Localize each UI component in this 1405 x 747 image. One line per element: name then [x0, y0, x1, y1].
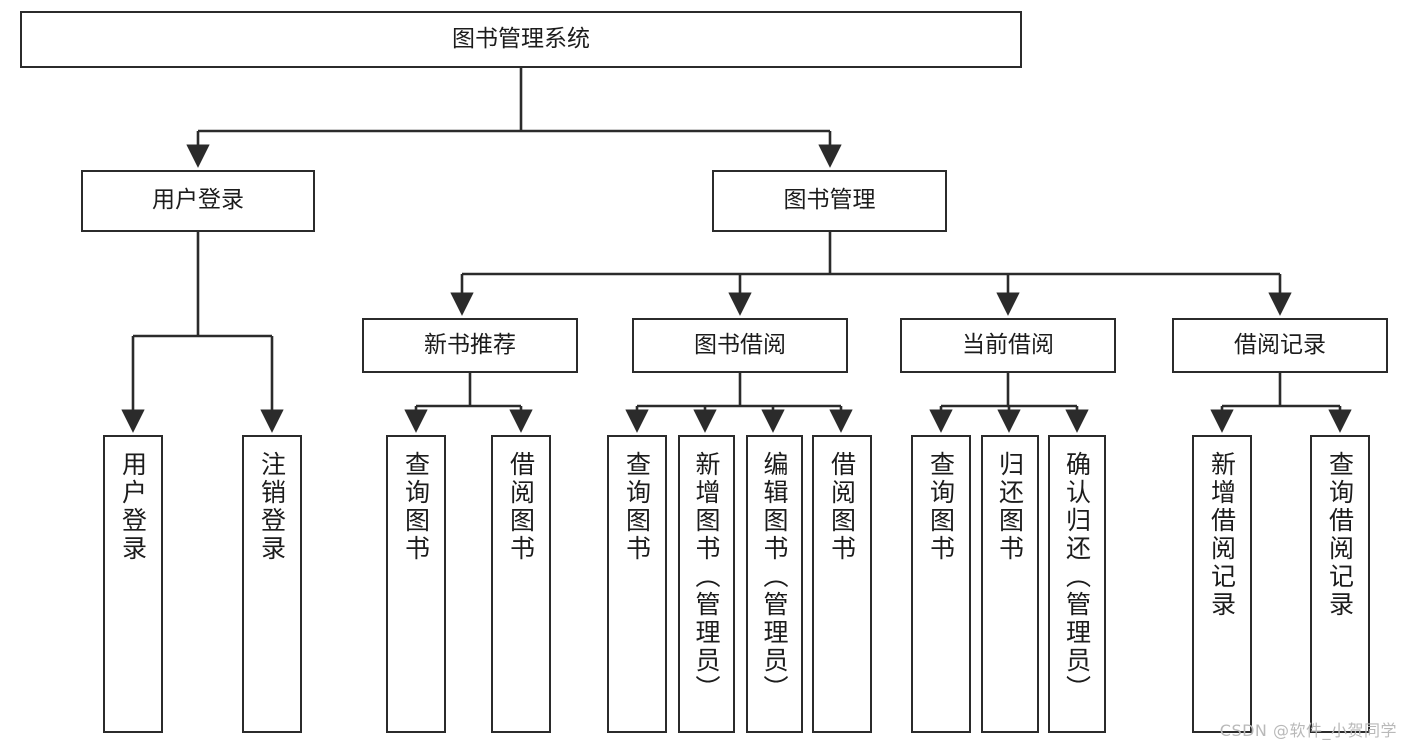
node-leaf-add-record-label: 新增借阅记录 — [1207, 451, 1237, 619]
node-leaf-return-book[interactable]: 归还图书 — [981, 435, 1039, 733]
node-leaf-edit-book[interactable]: 编辑图书（管理员） — [746, 435, 803, 733]
node-leaf-add-record[interactable]: 新增借阅记录 — [1192, 435, 1252, 733]
node-leaf-query-book-3-label: 查询图书 — [926, 451, 956, 563]
node-leaf-add-book[interactable]: 新增图书（管理员） — [678, 435, 735, 733]
node-leaf-user-login[interactable]: 用户登录 — [103, 435, 163, 733]
node-leaf-user-logout[interactable]: 注销登录 — [242, 435, 302, 733]
node-root[interactable]: 图书管理系统 — [20, 11, 1022, 68]
node-leaf-query-book-2[interactable]: 查询图书 — [607, 435, 667, 733]
node-leaf-query-book-3[interactable]: 查询图书 — [911, 435, 971, 733]
node-leaf-query-book-1[interactable]: 查询图书 — [386, 435, 446, 733]
csdn-watermark: CSDN @软件_小贺同学 — [1219, 721, 1397, 740]
node-leaf-confirm-return[interactable]: 确认归还（管理员） — [1048, 435, 1106, 733]
node-new-book-recommend[interactable]: 新书推荐 — [362, 318, 578, 373]
node-leaf-confirm-return-label: 确认归还（管理员） — [1062, 451, 1092, 703]
node-leaf-borrow-book-1-label: 借阅图书 — [506, 451, 536, 563]
node-book-management-label: 图书管理 — [783, 187, 876, 214]
node-user-login-label: 用户登录 — [152, 187, 244, 214]
node-leaf-user-logout-label: 注销登录 — [257, 451, 287, 563]
node-leaf-return-book-label: 归还图书 — [995, 451, 1025, 563]
node-leaf-query-book-2-label: 查询图书 — [622, 451, 652, 563]
node-borrow-record[interactable]: 借阅记录 — [1172, 318, 1388, 373]
node-leaf-borrow-book-2-label: 借阅图书 — [827, 451, 857, 563]
node-borrow-record-label: 借阅记录 — [1234, 331, 1326, 358]
node-leaf-user-login-label: 用户登录 — [118, 451, 148, 563]
node-leaf-add-book-label: 新增图书（管理员） — [692, 451, 721, 703]
node-current-borrow[interactable]: 当前借阅 — [900, 318, 1116, 373]
node-book-management[interactable]: 图书管理 — [712, 170, 947, 232]
node-leaf-edit-book-label: 编辑图书（管理员） — [760, 451, 789, 703]
node-leaf-query-record-label: 查询借阅记录 — [1325, 451, 1355, 619]
node-leaf-borrow-book-2[interactable]: 借阅图书 — [812, 435, 872, 733]
node-book-borrow-label: 图书借阅 — [694, 331, 786, 358]
node-current-borrow-label: 当前借阅 — [962, 331, 1054, 358]
node-leaf-query-record[interactable]: 查询借阅记录 — [1310, 435, 1370, 733]
node-user-login[interactable]: 用户登录 — [81, 170, 315, 232]
node-root-label: 图书管理系统 — [452, 25, 590, 52]
node-book-borrow[interactable]: 图书借阅 — [632, 318, 848, 373]
node-leaf-borrow-book-1[interactable]: 借阅图书 — [491, 435, 551, 733]
node-leaf-query-book-1-label: 查询图书 — [401, 451, 431, 563]
node-new-book-recommend-label: 新书推荐 — [424, 331, 516, 358]
